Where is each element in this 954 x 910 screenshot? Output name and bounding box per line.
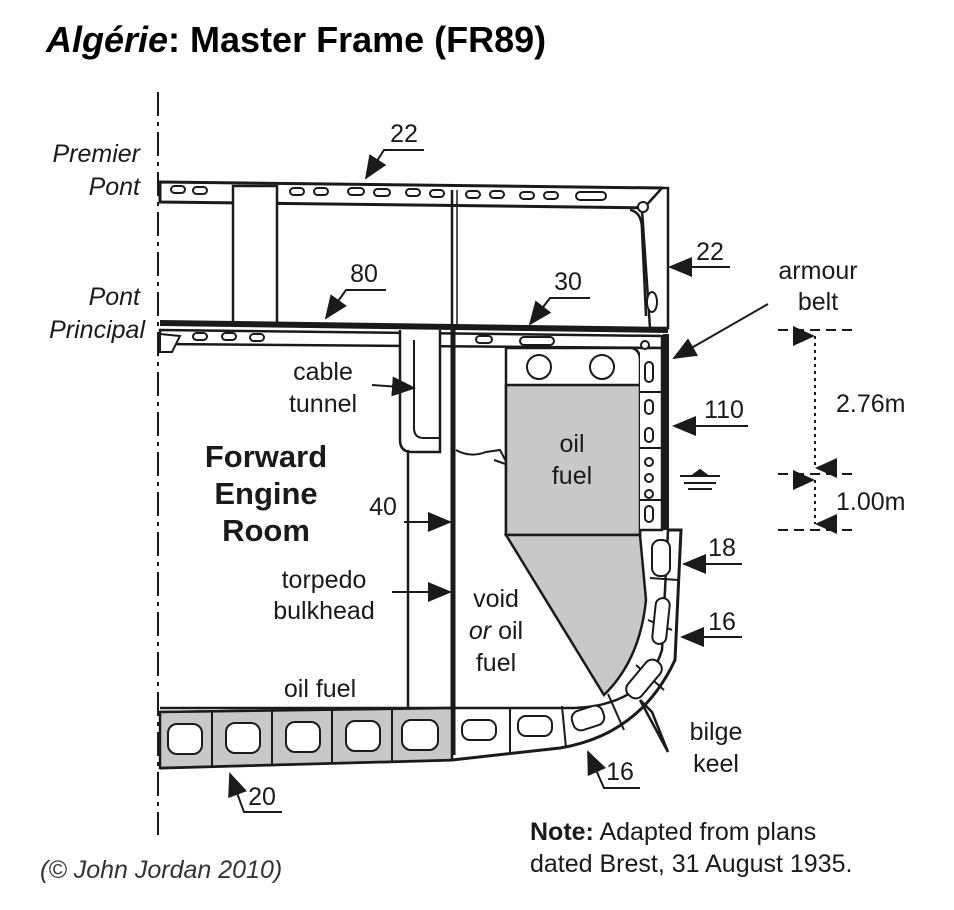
cable-tunnel-line1: cable (293, 358, 353, 386)
title-ship-name: Algérie (45, 19, 168, 60)
premier-pont-line1: Premier (52, 140, 141, 168)
bilge-keel-line2: keel (693, 750, 739, 778)
main-deck-outer-thickness: 30 (554, 268, 582, 296)
armour-belt-line1: armour (778, 257, 857, 285)
bilge-side-thickness: 16 (708, 608, 736, 636)
void-line3: fuel (476, 649, 516, 677)
engine-room-line2: Engine (214, 476, 317, 511)
bottom-thickness: 20 (248, 783, 276, 811)
void-line2: or oil (469, 617, 523, 645)
copyright: (© John Jordan 2010) (40, 856, 282, 884)
hull-structure (158, 180, 683, 770)
belt-below-waterline: 1.00m (836, 488, 905, 516)
void-line1: void (473, 585, 519, 613)
pont-principal-line1: Pont (89, 283, 141, 311)
oil-fuel-bottom-label: oil fuel (284, 675, 356, 703)
bilge-keel-line1: bilge (690, 718, 743, 746)
upper-deck-thickness: 22 (390, 120, 418, 148)
armour-belt-line2: belt (798, 288, 838, 316)
main-deck-thickness: 80 (350, 260, 378, 288)
torpedo-bulkhead-line2: bulkhead (273, 597, 374, 625)
engine-room-line3: Room (222, 513, 310, 548)
note-line1: Note: Adapted from plans (530, 818, 816, 846)
lightening-holes (167, 185, 671, 755)
oil-fuel-tank-line2: fuel (552, 462, 592, 490)
waterline-icon (680, 468, 720, 490)
belt-above-waterline: 2.76m (836, 390, 905, 418)
note-line2: dated Brest, 31 August 1935. (530, 850, 852, 878)
oil-fuel-tank-line1: oil (559, 430, 584, 458)
cable-tunnel-line2: tunnel (289, 390, 357, 418)
note-label: Note: (530, 818, 594, 846)
belt-thickness: 110 (704, 396, 744, 424)
bottom-curve-thickness: 16 (606, 758, 634, 786)
side-lower-thickness: 18 (708, 534, 736, 562)
title-rest: : Master Frame (FR89) (168, 19, 546, 60)
premier-pont-line2: Pont (89, 173, 141, 201)
void-or: or (469, 617, 493, 645)
belt-dimensions (778, 326, 852, 534)
torpedo-bulkhead-line1: torpedo (282, 566, 367, 594)
torpedo-bulkhead-thickness: 40 (369, 493, 397, 521)
engine-room-line1: Forward (205, 439, 327, 474)
void-oil: oil (491, 617, 523, 645)
upper-side-thickness: 22 (696, 238, 724, 266)
page-title: Algérie: Master Frame (FR89) (45, 19, 546, 60)
note-text-1: Adapted from plans (594, 818, 816, 846)
pont-principal-line2: Principal (49, 316, 146, 344)
